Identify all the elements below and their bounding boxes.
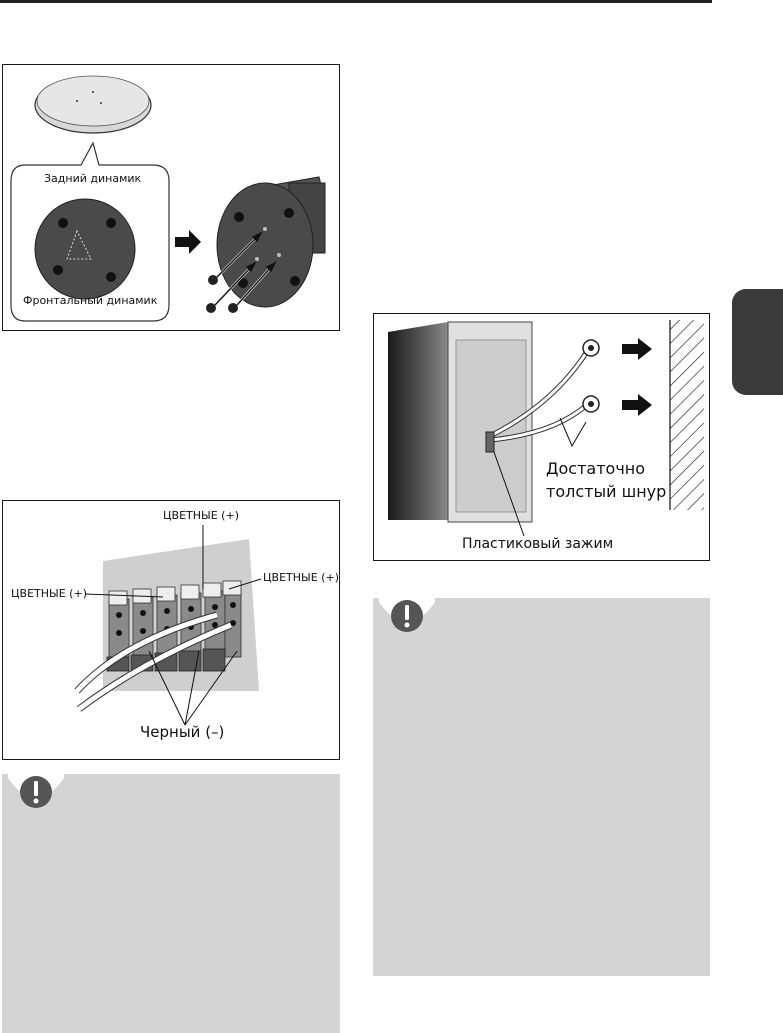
label-plastic-clip: Пластиковый зажим <box>462 536 614 552</box>
wall-mount-illustration <box>388 320 704 537</box>
speaker-cabinet <box>388 322 448 520</box>
warning-icon <box>8 774 64 808</box>
figure-wall-mount: Достаточно толстый шнур Пластиковый зажи… <box>373 313 710 561</box>
label-color-plus-right: ЦВЕТНЫЕ (+) <box>263 571 339 584</box>
label-color-plus-left: ЦВЕТНЫЕ (+) <box>11 587 87 600</box>
label-front-speaker: Фронтальный динамик <box>23 294 158 307</box>
arrow-right-icon <box>175 230 201 254</box>
terminals-illustration <box>74 525 262 726</box>
label-black-minus: Черный (–) <box>140 723 225 741</box>
figure-stand-assembly: Задний динамик Фронтальный динамик <box>2 64 340 331</box>
caution-box-right <box>373 598 710 976</box>
arrow-right-icon <box>622 338 652 360</box>
stand-base-disk <box>34 198 136 300</box>
figure-speaker-terminals: ЦВЕТНЫЕ (+) ЦВЕТНЫЕ (+) ЦВЕТНЫЕ (+) Черн… <box>2 500 340 760</box>
warning-icon <box>379 598 435 632</box>
wall <box>670 320 704 510</box>
header-rule <box>0 0 712 3</box>
caution-box-left <box>2 774 340 1033</box>
label-cord-line1: Достаточно <box>546 459 646 478</box>
stand-illustration <box>10 75 326 322</box>
chapter-tab <box>732 289 783 395</box>
label-cord-line2: толстый шнур <box>546 482 667 501</box>
plastic-clip <box>485 431 495 453</box>
label-color-plus-top: ЦВЕТНЫЕ (+) <box>163 509 239 522</box>
label-rear-speaker: Задний динамик <box>44 172 142 185</box>
